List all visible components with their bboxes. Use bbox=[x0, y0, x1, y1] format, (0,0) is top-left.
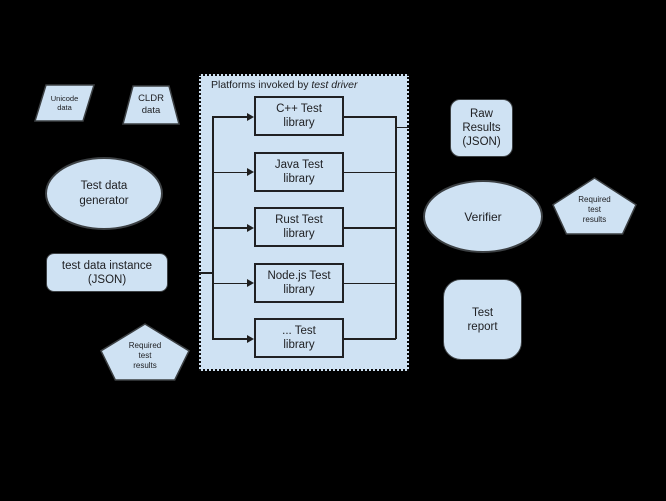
cldr-data-label: CLDR data bbox=[138, 93, 164, 116]
unicode-data-label: Unicode data bbox=[50, 93, 79, 113]
connector-entry-stub bbox=[199, 272, 213, 274]
raw-results-label: Raw Results (JSON) bbox=[462, 108, 501, 148]
node-other-test-library: ... Test library bbox=[254, 318, 344, 358]
connector-from-java bbox=[343, 171, 396, 173]
connector-from-other bbox=[343, 338, 396, 340]
platforms-title-italic: test driver bbox=[311, 79, 358, 91]
node-nodejs-test-library: Node.js Test library bbox=[254, 262, 344, 303]
node-cpp-test-library: C++ Test library bbox=[254, 96, 344, 136]
arrowhead-other-icon bbox=[247, 334, 254, 343]
test-report-label: Test report bbox=[467, 306, 498, 333]
required-test-results-left-label: Required test results bbox=[128, 340, 162, 370]
platforms-title: Platforms invoked by test driver bbox=[211, 79, 358, 91]
node-test-data-instance: test data instance (JSON) bbox=[46, 253, 168, 292]
pentagon-icon bbox=[552, 177, 637, 235]
node-test-report: Test report bbox=[443, 279, 522, 360]
node-unicode-data: Unicode data bbox=[34, 84, 95, 122]
connector-right-bus bbox=[395, 116, 397, 339]
verifier-label: Verifier bbox=[464, 209, 502, 224]
connector-from-rust bbox=[343, 227, 396, 229]
platforms-title-prefix: Platforms invoked by bbox=[211, 79, 312, 91]
cpp-test-library-label: C++ Test library bbox=[276, 103, 322, 129]
connector-to-cpp bbox=[212, 116, 248, 118]
arrowhead-cpp-icon bbox=[247, 112, 254, 121]
parallelogram-icon bbox=[34, 84, 95, 122]
pentagon-icon bbox=[100, 323, 190, 381]
node-required-test-results-left: Required test results bbox=[100, 323, 190, 381]
node-cldr-data: CLDR data bbox=[122, 85, 180, 125]
arrowhead-java-icon bbox=[247, 168, 254, 176]
connector-to-java bbox=[212, 171, 248, 173]
node-test-data-generator: Test data generator bbox=[45, 157, 163, 230]
node-rust-test-library: Rust Test library bbox=[254, 207, 344, 247]
test-data-instance-label: test data instance (JSON) bbox=[61, 259, 153, 286]
node-raw-results: Raw Results (JSON) bbox=[450, 99, 513, 157]
rust-test-library-label: Rust Test library bbox=[275, 214, 323, 240]
node-required-test-results-right: Required test results bbox=[552, 177, 637, 235]
node-java-test-library: Java Test library bbox=[254, 151, 344, 192]
connector-from-nodejs bbox=[343, 282, 396, 284]
connector-exit-stub bbox=[395, 126, 409, 128]
test-data-generator-label: Test data generator bbox=[79, 180, 129, 207]
other-test-library-label: ... Test library bbox=[282, 325, 316, 351]
trapezoid-icon bbox=[122, 85, 180, 125]
nodejs-test-library-label: Node.js Test library bbox=[267, 269, 331, 296]
connector-to-nodejs bbox=[212, 282, 248, 284]
connector-to-other bbox=[212, 338, 248, 340]
required-test-results-right-label: Required test results bbox=[578, 194, 611, 224]
java-test-library-label: Java Test library bbox=[274, 158, 324, 185]
connector-from-cpp bbox=[343, 116, 396, 118]
arrowhead-rust-icon bbox=[247, 223, 254, 232]
arrowhead-nodejs-icon bbox=[247, 279, 254, 287]
node-verifier: Verifier bbox=[423, 180, 543, 253]
connector-to-rust bbox=[212, 227, 248, 229]
